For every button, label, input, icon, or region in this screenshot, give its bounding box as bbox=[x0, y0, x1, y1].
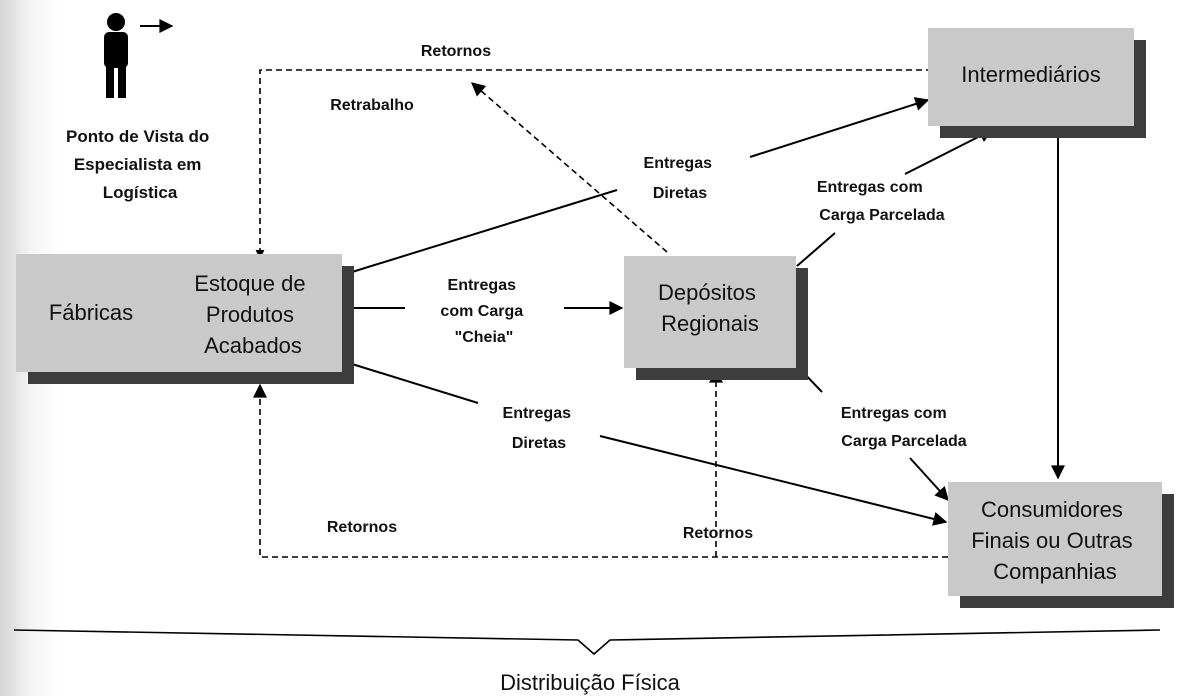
node-fabricas-label: Fábricas bbox=[49, 300, 133, 325]
direct-delivery-bottom-seg2 bbox=[599, 435, 948, 526]
label-retornos-bottom-mid: Retornos bbox=[683, 525, 753, 542]
node-estoque: Estoque de Produtos Acabados bbox=[164, 254, 354, 384]
caption-line-3: Logística bbox=[103, 183, 178, 202]
node-intermediarios: Intermediários bbox=[928, 28, 1146, 138]
caption-line-2: Especialista em bbox=[74, 155, 202, 174]
viewpoint-caption: Ponto de Vista do Especialista em Logíst… bbox=[66, 127, 214, 202]
label-carga-cheia: Entregas com Carga "Cheia" bbox=[440, 277, 527, 346]
caption-line-1: Ponto de Vista do bbox=[66, 127, 209, 146]
rework-arrow bbox=[470, 82, 668, 253]
node-intermediarios-label: Intermediários bbox=[961, 62, 1100, 87]
person-icon bbox=[104, 13, 128, 98]
node-fabricas: Fábricas bbox=[16, 254, 178, 384]
node-depositos: Depósitos Regionais bbox=[624, 256, 808, 380]
returns-bottom-path bbox=[253, 383, 948, 558]
label-parcelada-bottom: Entregas com Carga Parcelada bbox=[841, 405, 967, 450]
direct-delivery-top-seg2 bbox=[749, 97, 930, 158]
node-consumidores: Consumidores Finais ou Outras Companhias bbox=[948, 482, 1174, 608]
direct-delivery-top-seg1 bbox=[351, 189, 618, 273]
footer-distribution-label: Distribuição Física bbox=[500, 670, 680, 695]
node-consumidores-label: Consumidores Finais ou Outras Companhias bbox=[971, 497, 1139, 584]
label-parcelada-top: Entregas com Carga Parcelada bbox=[817, 179, 945, 224]
label-retrabalho: Retrabalho bbox=[330, 97, 414, 114]
direct-delivery-bottom-seg1 bbox=[351, 363, 479, 404]
node-estoque-label: Estoque de Produtos Acabados bbox=[194, 271, 311, 358]
label-retornos-bottom-left: Retornos bbox=[327, 519, 397, 536]
returns-top-path bbox=[255, 69, 932, 259]
partial-load-top-seg1 bbox=[796, 232, 836, 267]
label-entregas-diretas-bottom: Entregas Diretas bbox=[503, 405, 576, 452]
label-retornos-top: Retornos bbox=[421, 43, 491, 60]
node-depositos-label: Depósitos Regionais bbox=[658, 280, 762, 336]
partial-load-bottom-seg2 bbox=[909, 457, 949, 502]
distribution-brace bbox=[13, 629, 1161, 656]
label-entregas-diretas-top: Entregas Diretas bbox=[644, 155, 717, 202]
